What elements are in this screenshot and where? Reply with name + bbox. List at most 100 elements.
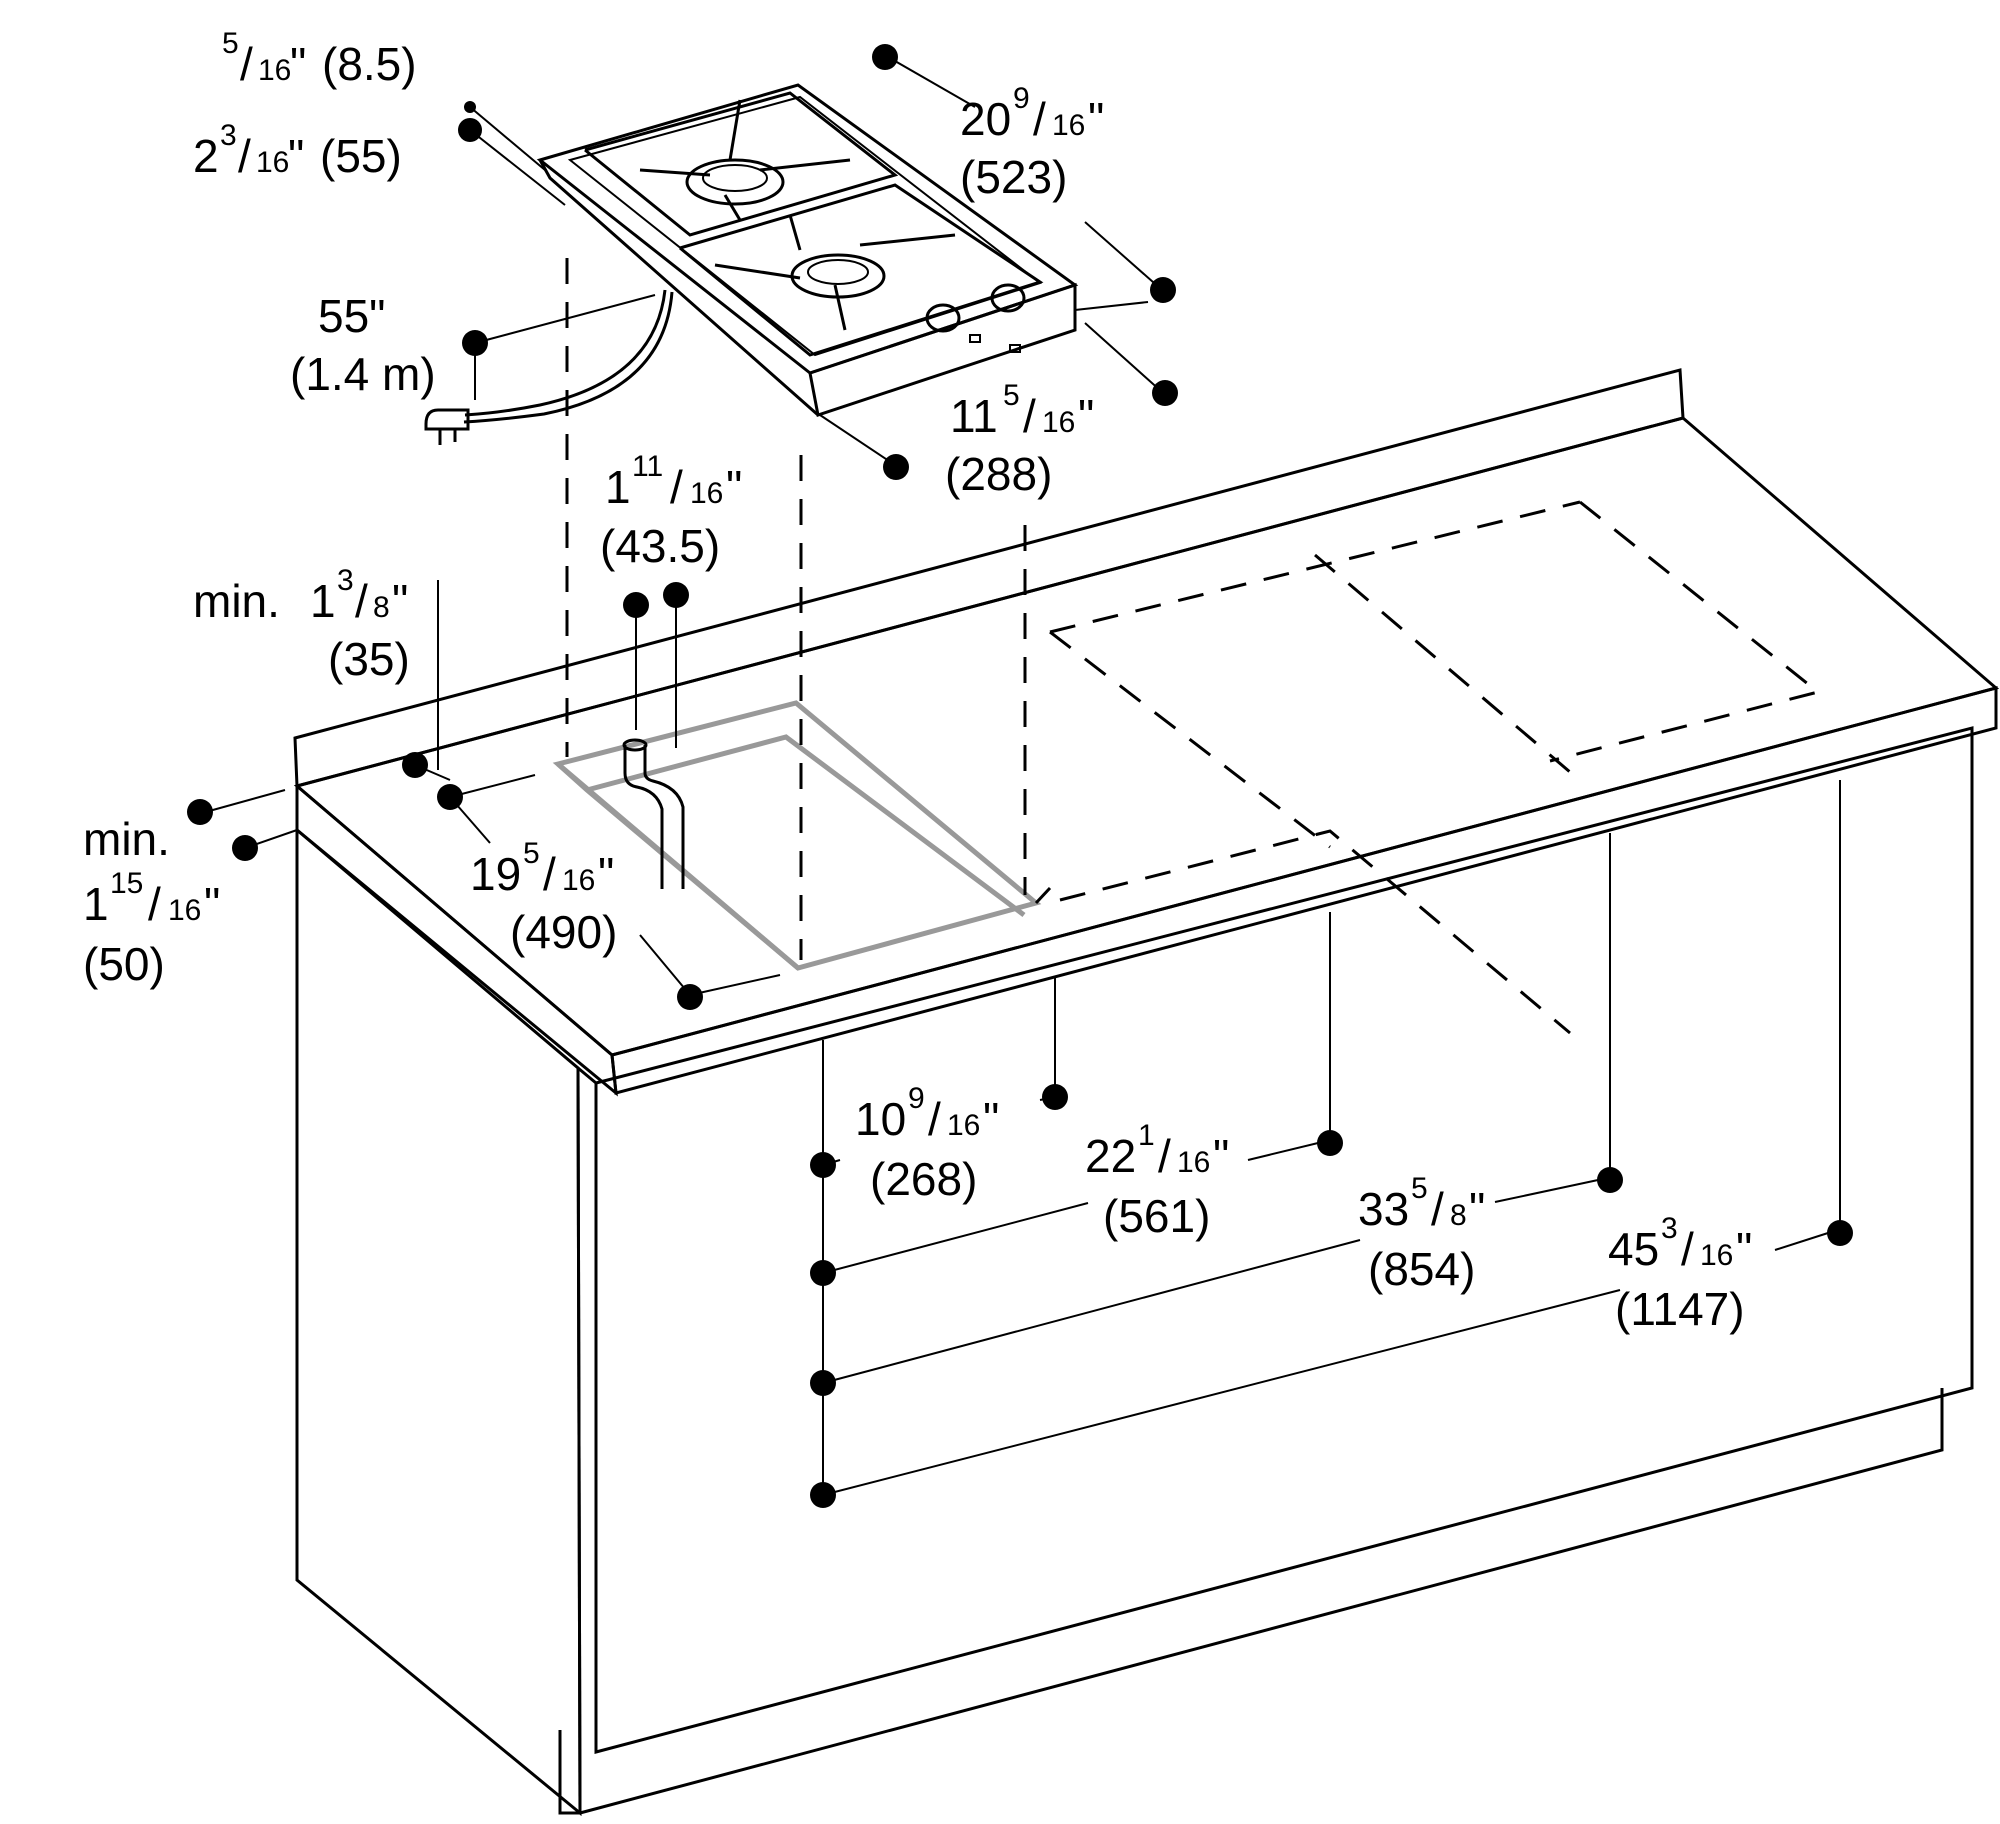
label-cooktop-depth-whole: 20 <box>960 93 1011 145</box>
label-cutout-width-3-whole: 33 <box>1358 1183 1409 1235</box>
svg-text:": " <box>288 130 304 182</box>
label-cooktop-height-whole: 2 <box>193 130 219 182</box>
label-cutout-width-3: 33 5 / 8 " (854) <box>1358 1172 1485 1295</box>
label-min-front-edge-num: 15 <box>110 867 143 900</box>
svg-text:": " <box>1078 390 1094 442</box>
label-cooktop-height-metric: (55) <box>320 130 402 182</box>
label-cord-length-value: 55" <box>318 290 386 342</box>
knob-left <box>925 303 961 333</box>
label-cutout-depth-den: 16 <box>562 864 595 897</box>
label-min-backsplash-prefix: min. <box>193 575 280 627</box>
label-gas-offset: 1 11 / 16 " (43.5) <box>600 450 742 572</box>
label-cooktop-depth-num: 9 <box>1013 82 1030 115</box>
label-cord-length-metric: (1.4 m) <box>290 348 436 400</box>
countertop-front-edge <box>610 686 1998 1095</box>
plug-icon <box>424 408 470 445</box>
label-cutout-depth-metric: (490) <box>510 906 617 958</box>
label-cutout-width-3-metric: (854) <box>1368 1243 1475 1295</box>
label-min-front-edge-metric: (50) <box>83 938 165 990</box>
knob-right <box>990 283 1026 313</box>
label-min-backsplash-den: 8 <box>373 591 390 624</box>
gas-pipe <box>622 738 685 889</box>
label-inch-mark: " <box>290 38 306 90</box>
label-min-backsplash-metric: (35) <box>328 633 410 685</box>
label-cutout-width-4-whole: 45 <box>1608 1223 1659 1275</box>
label-cutout-width-2-metric: (561) <box>1103 1190 1210 1242</box>
cooktop <box>424 83 1079 445</box>
label-cutout-width-1-whole: 10 <box>855 1093 906 1145</box>
svg-text:/: / <box>148 878 161 930</box>
label-cutout-width-4-den: 16 <box>1700 1239 1733 1272</box>
label-cutout-depth-whole: 19 <box>470 848 521 900</box>
label-min-front-edge: min. 1 15 / 16 " (50) <box>83 813 220 990</box>
label-min-front-edge-den: 16 <box>168 894 201 927</box>
power-cord <box>424 289 674 445</box>
svg-text:/: / <box>1033 93 1046 145</box>
label-cutout-width-4-metric: (1147) <box>1615 1283 1745 1335</box>
label-cutout-depth-num: 5 <box>523 837 540 870</box>
label-cutout-width-1-den: 16 <box>947 1109 980 1142</box>
label-min-backsplash: min. 1 3 / 8 " (35) <box>193 564 410 685</box>
projection-lines <box>565 258 1027 960</box>
label-cutout-width-1: 10 9 / 16 " (268) <box>855 1082 999 1205</box>
label-cutout-width-1-num: 9 <box>908 1082 925 1115</box>
cabinet-side <box>295 826 582 1817</box>
label-cutout-width-1-metric: (268) <box>870 1153 977 1205</box>
label-cutout-width-2-whole: 22 <box>1085 1130 1136 1182</box>
label-grate-thickness: 5 / 16 " (8.5) <box>222 27 417 90</box>
svg-text:/: / <box>1681 1223 1694 1275</box>
label-cutout-width-4-num: 3 <box>1661 1212 1678 1245</box>
label-cooktop-depth-metric: (523) <box>960 151 1067 203</box>
svg-text:": " <box>1736 1223 1752 1275</box>
label-cooktop-depth: 20 9 / 16 " (523) <box>960 82 1104 203</box>
cooktop-front-panel <box>808 282 1077 417</box>
cabinet <box>295 726 1974 1817</box>
cabinet-base <box>579 1388 1944 1815</box>
label-cutout-width-4: 45 3 / 16 " (1147) <box>1608 1212 1752 1335</box>
countertop <box>293 368 2000 1097</box>
cabinet-base-step <box>558 1730 580 1815</box>
svg-text:": " <box>1469 1183 1485 1235</box>
label-cutout-depth: 19 5 / 16 " (490) <box>470 837 617 958</box>
label-cutout-width-2-den: 16 <box>1177 1146 1210 1179</box>
label-grate-thickness-metric: (8.5) <box>322 38 417 90</box>
label-cord-length: 55" (1.4 m) <box>290 290 436 400</box>
svg-text:/: / <box>355 575 368 627</box>
label-cooktop-width-whole: 11 <box>950 390 998 442</box>
label-min-backsplash-num: 3 <box>337 564 354 597</box>
label-gas-offset-den: 16 <box>690 477 723 510</box>
svg-text:/: / <box>1431 1183 1444 1235</box>
label-grate-thickness-num: 5 <box>222 27 239 60</box>
grate <box>584 91 1044 357</box>
countertop-left-edge <box>295 782 618 1097</box>
label-cooktop-depth-den: 16 <box>1052 109 1085 142</box>
label-cooktop-width-den: 16 <box>1042 406 1075 439</box>
cabinet-front <box>594 726 1974 1754</box>
label-gas-offset-metric: (43.5) <box>600 520 720 572</box>
label-cutout-width-3-den: 8 <box>1450 1199 1467 1232</box>
label-cooktop-height-den: 16 <box>256 146 289 179</box>
label-slash: / <box>240 38 253 90</box>
svg-text:": " <box>726 461 742 513</box>
burner-rear <box>685 158 785 206</box>
svg-text:/: / <box>670 461 683 513</box>
svg-text:": " <box>1213 1130 1229 1182</box>
label-cutout-width-2-num: 1 <box>1138 1119 1155 1152</box>
label-gas-offset-whole: 1 <box>605 461 631 513</box>
svg-text:": " <box>983 1093 999 1145</box>
svg-text:/: / <box>1023 390 1036 442</box>
control-knobs <box>925 283 1026 353</box>
label-min-front-edge-prefix: min. <box>83 813 170 865</box>
additional-cutouts <box>1034 500 1822 1035</box>
label-min-front-edge-whole: 1 <box>83 878 109 930</box>
label-grate-thickness-den: 16 <box>258 54 291 87</box>
svg-text:": " <box>392 575 408 627</box>
label-cooktop-height-num: 3 <box>220 119 237 152</box>
label-cooktop-width-num: 5 <box>1003 379 1020 412</box>
label-min-backsplash-whole: 1 <box>310 575 336 627</box>
burner-front <box>790 253 886 299</box>
svg-text:/: / <box>238 130 251 182</box>
svg-text:": " <box>204 878 220 930</box>
leaders <box>187 44 1853 1508</box>
